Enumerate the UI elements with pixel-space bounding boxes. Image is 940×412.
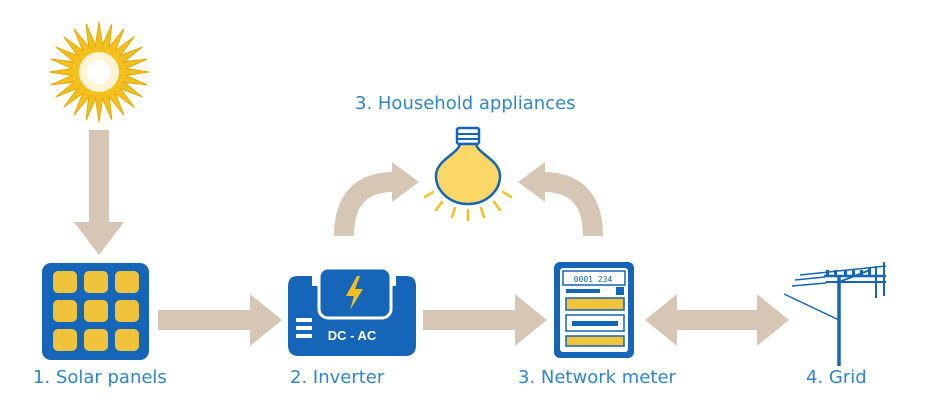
meter-reading-text: 0001 234 <box>574 275 613 284</box>
arrow-panels-to-inverter <box>158 294 282 346</box>
solar-panel-icon <box>42 263 149 360</box>
sun-icon <box>48 21 150 123</box>
label-inverter: 2. Inverter <box>290 367 385 388</box>
label-household-appliances: 3. Household appliances <box>355 93 576 114</box>
power-pole-icon <box>783 262 887 366</box>
arrow-sun-to-panels <box>74 130 124 255</box>
label-solar-panels: 1. Solar panels <box>33 367 167 388</box>
arrow-meter-grid-bidirectional <box>645 294 789 346</box>
inverter-icon: DC - AC <box>288 266 416 356</box>
arrow-inverter-to-meter <box>423 294 547 346</box>
label-network-meter: 3. Network meter <box>518 367 676 388</box>
arrow-inverter-to-appliances <box>334 162 419 237</box>
label-grid: 4. Grid <box>806 367 867 388</box>
inverter-dc-ac-text: DC - AC <box>328 328 377 343</box>
light-bulb-icon <box>423 126 513 222</box>
arrow-meter-to-appliances <box>518 162 603 237</box>
network-meter-icon: 0001 234 <box>554 262 634 358</box>
